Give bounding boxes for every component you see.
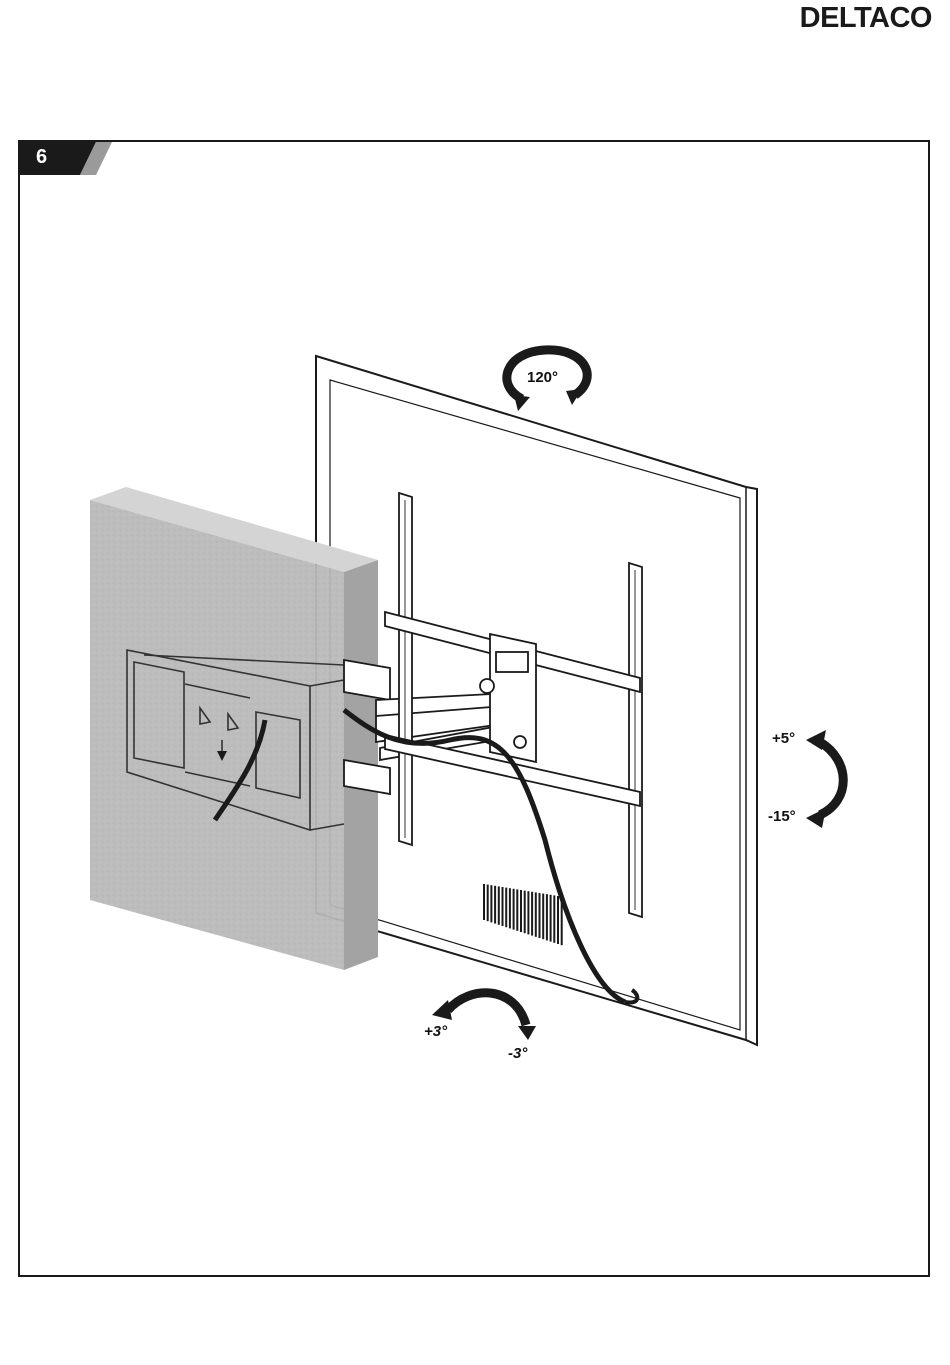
level-plus-label: +3° [424,1023,448,1040]
vertical-rail-left [399,493,412,845]
vertical-rail-right [629,563,642,917]
tilt-down-label: -15° [768,808,796,825]
swivel-angle-label: 120° [527,369,558,386]
level-arrow [448,993,526,1025]
swivel-arrowhead-left [514,395,530,411]
level-minus-label: -3° [508,1045,528,1062]
level-arrowhead-right [518,1026,536,1040]
tilt-arrow [820,742,843,815]
tilt-arrowhead-down [806,808,826,828]
tilt-up-label: +5° [772,730,795,747]
